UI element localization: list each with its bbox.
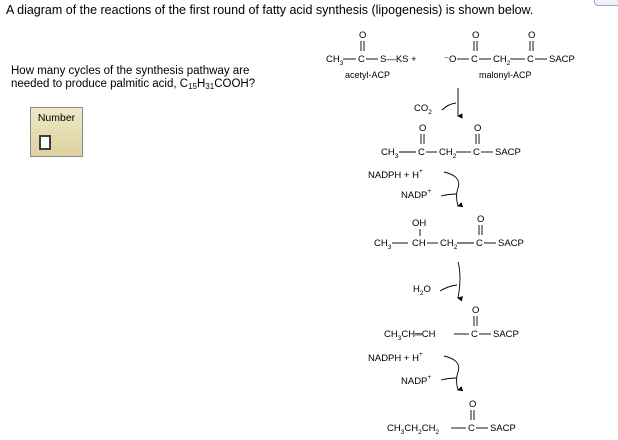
svg-text:H2O: H2O xyxy=(413,284,431,297)
answer-label: Number xyxy=(37,112,76,124)
svg-text:NADP+: NADP+ xyxy=(401,374,431,387)
answer-box: Number xyxy=(30,107,83,157)
question-text: How many cycles of the synthesis pathway… xyxy=(11,65,255,91)
svg-text:O: O xyxy=(528,30,535,41)
svg-text:O: O xyxy=(359,30,366,41)
malonyl-acp-label: malonyl-ACP xyxy=(479,70,532,80)
svg-text:CH3CH═CH: CH3CH═CH xyxy=(384,329,436,342)
svg-text:SACP: SACP xyxy=(498,238,524,249)
svg-text:⁻O: ⁻O xyxy=(444,54,456,65)
svg-text:SACP: SACP xyxy=(549,54,575,65)
svg-text:OH: OH xyxy=(412,218,426,229)
decarboxylation-step: CO2 xyxy=(414,88,463,119)
svg-text:CH2: CH2 xyxy=(439,147,457,160)
svg-text:O: O xyxy=(477,214,484,225)
acetyl-acp-molecule: CH3 C O S—KS + acetyl-ACP xyxy=(326,30,417,80)
question-line-1: How many cycles of the synthesis pathway… xyxy=(11,65,250,77)
svg-text:CH2: CH2 xyxy=(493,54,511,67)
dehydration-step: H2O xyxy=(413,261,463,302)
svg-text:CO2: CO2 xyxy=(414,103,432,116)
svg-text:O: O xyxy=(472,305,479,316)
svg-text:S—KS +: S—KS + xyxy=(380,54,417,65)
svg-text:SACP: SACP xyxy=(495,147,521,158)
svg-text:C: C xyxy=(527,54,534,65)
reduction-step-2: NADPH + H+ NADP+ xyxy=(368,351,464,392)
hydroxybutyryl-acp-molecule: OH CH3 CH CH2 C O SACP xyxy=(374,214,524,251)
svg-text:CH3CH2CH2: CH3CH2CH2 xyxy=(387,423,439,436)
butyryl-acp-molecule: CH3CH2CH2 C O SACP xyxy=(387,399,516,436)
question-line-2: needed to produce palmitic acid, C15H31C… xyxy=(11,78,256,91)
svg-text:C: C xyxy=(476,238,483,249)
svg-text:O: O xyxy=(472,30,479,41)
svg-text:CH3: CH3 xyxy=(326,54,344,67)
svg-text:SACP: SACP xyxy=(493,329,519,340)
svg-text:O: O xyxy=(419,123,426,134)
acetyl-acp-label: acetyl-ACP xyxy=(345,70,390,80)
svg-text:C: C xyxy=(473,147,480,158)
reduction-step-1: NADPH + H+ NADP+ xyxy=(368,168,464,208)
svg-text:C: C xyxy=(471,54,478,65)
malonyl-acp-molecule: ⁻O C O CH2 C O SACP malonyl-ACP xyxy=(444,30,575,80)
svg-text:C: C xyxy=(468,423,475,434)
svg-text:SACP: SACP xyxy=(490,423,516,434)
svg-text:CH2: CH2 xyxy=(440,238,458,251)
acetoacetyl-acp-molecule: CH3 C O CH2 C O SACP xyxy=(381,123,521,160)
svg-text:CH: CH xyxy=(412,238,426,249)
svg-text:C: C xyxy=(418,147,425,158)
problem-prompt: A diagram of the reactions of the first … xyxy=(6,3,534,17)
svg-text:NADPH + H+: NADPH + H+ xyxy=(368,168,423,181)
svg-text:CH3: CH3 xyxy=(374,238,392,251)
svg-text:O: O xyxy=(469,399,476,410)
svg-text:CH3: CH3 xyxy=(381,147,399,160)
svg-text:NADPH + H+: NADPH + H+ xyxy=(368,351,423,364)
svg-text:C: C xyxy=(471,329,478,340)
crotonyl-acp-molecule: CH3CH═CH C O SACP xyxy=(384,305,519,342)
svg-text:O: O xyxy=(474,123,481,134)
corner-tab[interactable] xyxy=(594,0,618,6)
number-input[interactable] xyxy=(39,135,51,150)
svg-text:C: C xyxy=(358,54,365,65)
svg-text:NADP+: NADP+ xyxy=(401,188,431,201)
